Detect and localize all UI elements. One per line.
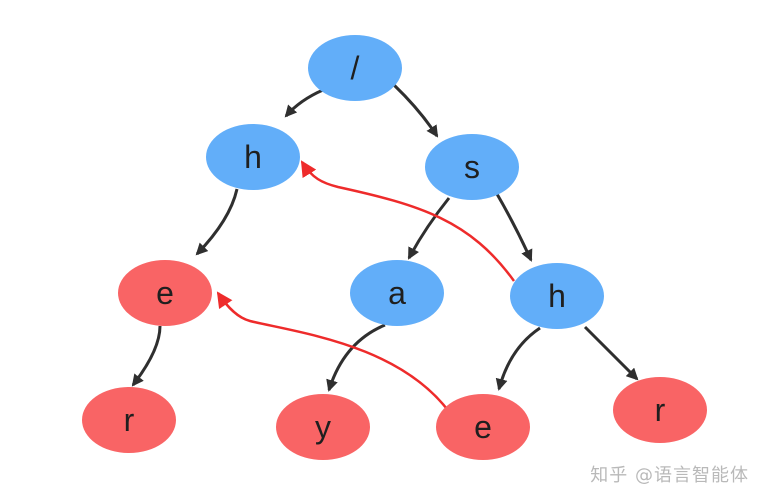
node-label: h xyxy=(548,278,566,314)
tree-edge-root-h1 xyxy=(284,88,324,118)
node-label: a xyxy=(388,275,406,311)
trie-node-e2: e xyxy=(436,394,530,460)
tree-edge-e1-r1 xyxy=(131,325,162,387)
node-label: r xyxy=(655,392,666,428)
tree-edge-h1-e1 xyxy=(195,188,239,256)
node-ellipse xyxy=(276,394,370,460)
node-label: e xyxy=(156,275,174,311)
node-ellipse xyxy=(82,387,176,453)
node-ellipse xyxy=(613,377,707,443)
watermark-text: 知乎 @语言智能体 xyxy=(590,465,749,486)
fail-link-h2-h1 xyxy=(300,160,516,282)
trie-node-e1: e xyxy=(118,260,212,326)
node-label: y xyxy=(315,409,331,445)
node-ellipse xyxy=(510,263,604,329)
tree-edge-root-s xyxy=(392,83,439,138)
trie-node-y: y xyxy=(276,394,370,460)
tree-edge-h2-e2 xyxy=(495,326,541,391)
trie-node-root: / xyxy=(308,35,402,101)
trie-node-h2: h xyxy=(510,263,604,329)
node-ellipse xyxy=(308,35,402,101)
tree-edges-layer xyxy=(131,83,639,392)
node-ellipse xyxy=(118,260,212,326)
tree-edge-s-h2 xyxy=(495,193,533,262)
trie-node-a: a xyxy=(350,260,444,326)
nodes-layer: / h s e a h r y e r xyxy=(82,35,707,460)
trie-node-r1: r xyxy=(82,387,176,453)
trie-node-r2: r xyxy=(613,377,707,443)
node-label: e xyxy=(474,409,492,445)
fail-links-layer xyxy=(216,160,516,414)
node-label: / xyxy=(351,50,360,86)
node-ellipse xyxy=(350,260,444,326)
node-label: s xyxy=(464,149,480,185)
trie-node-h1: h xyxy=(206,124,300,190)
tree-edge-s-a xyxy=(407,197,451,260)
node-ellipse xyxy=(436,394,530,460)
node-ellipse xyxy=(206,124,300,190)
node-label: h xyxy=(244,139,262,175)
node-ellipse xyxy=(425,134,519,200)
tree-edge-h2-r2 xyxy=(583,325,639,381)
trie-node-s: s xyxy=(425,134,519,200)
tree-edge-a-y xyxy=(326,323,386,392)
fail-link-e2-e1 xyxy=(216,291,452,414)
node-label: r xyxy=(124,402,135,438)
